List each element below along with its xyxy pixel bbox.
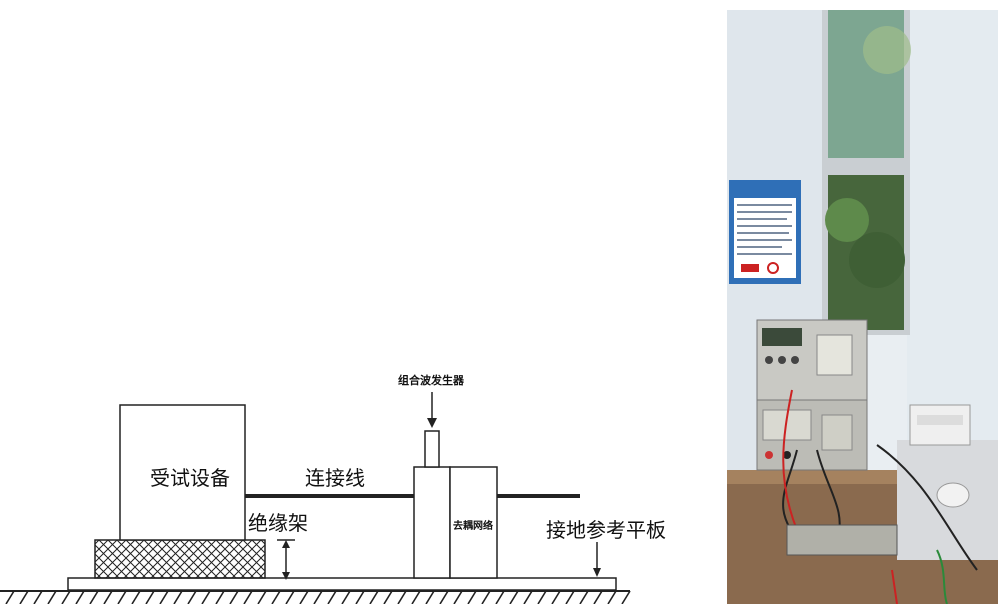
decoupling-network-box	[449, 466, 498, 579]
connecting-line	[245, 494, 580, 498]
ground-plane-arrow	[593, 542, 601, 577]
notice-board	[729, 180, 801, 284]
ground-reference-plane	[67, 577, 617, 591]
insulation-stand	[94, 539, 266, 579]
insulation-stand-label: 绝缘架	[248, 511, 308, 535]
ground-plane-label: 接地参考平板	[546, 518, 666, 542]
height-dimension-arrow	[277, 539, 295, 580]
decoupling-network-label: 去耦网络	[453, 521, 493, 532]
printer	[909, 404, 971, 446]
generator-unit	[756, 319, 868, 471]
lab-photo	[727, 10, 998, 604]
eut-label: 受试设备	[150, 466, 230, 490]
connecting-line-label: 连接线	[305, 466, 365, 490]
generator-arrow	[427, 392, 437, 428]
generator-connector	[424, 430, 440, 468]
window	[822, 10, 911, 335]
round-device	[936, 482, 970, 508]
test-setup-diagram	[0, 392, 631, 604]
surge-generator-label: 组合波发生器	[398, 374, 464, 387]
decoupling-left-box	[413, 466, 451, 579]
ground-hatching	[0, 590, 631, 604]
eut-box	[119, 404, 246, 541]
bench-decoupling-box	[786, 524, 898, 556]
